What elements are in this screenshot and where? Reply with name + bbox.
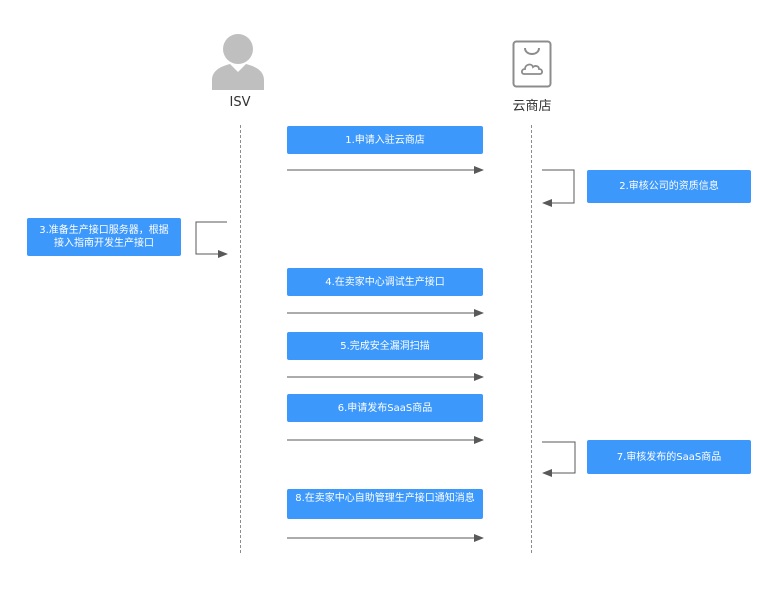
arrow-step-3 [195, 221, 228, 258]
shopping-bag-cloud-icon [512, 40, 552, 88]
arrow-step-7 [542, 441, 576, 477]
store-label: 云商店 [512, 99, 552, 114]
arrow-step-2 [542, 169, 575, 207]
isv-label: ISV [229, 95, 251, 110]
step-1-box: 1.申请入驻云商店 [287, 126, 483, 154]
step-3-box: 3.准备生产接口服务器，根据接入指南开发生产接口 [27, 218, 181, 256]
person-icon [212, 34, 264, 90]
store-lifeline [531, 125, 532, 553]
step-4-box: 4.在卖家中心调试生产接口 [287, 268, 483, 296]
step-6-box: 6.申请发布SaaS商品 [287, 394, 483, 422]
step-5-box: 5.完成安全漏洞扫描 [287, 332, 483, 360]
isv-lifeline [240, 125, 241, 553]
step-8-box: 8.在卖家中心自助管理生产接口通知消息 [287, 489, 483, 519]
step-7-box: 7.审核发布的SaaS商品 [587, 440, 751, 474]
step-2-box: 2.审核公司的资质信息 [587, 170, 751, 203]
